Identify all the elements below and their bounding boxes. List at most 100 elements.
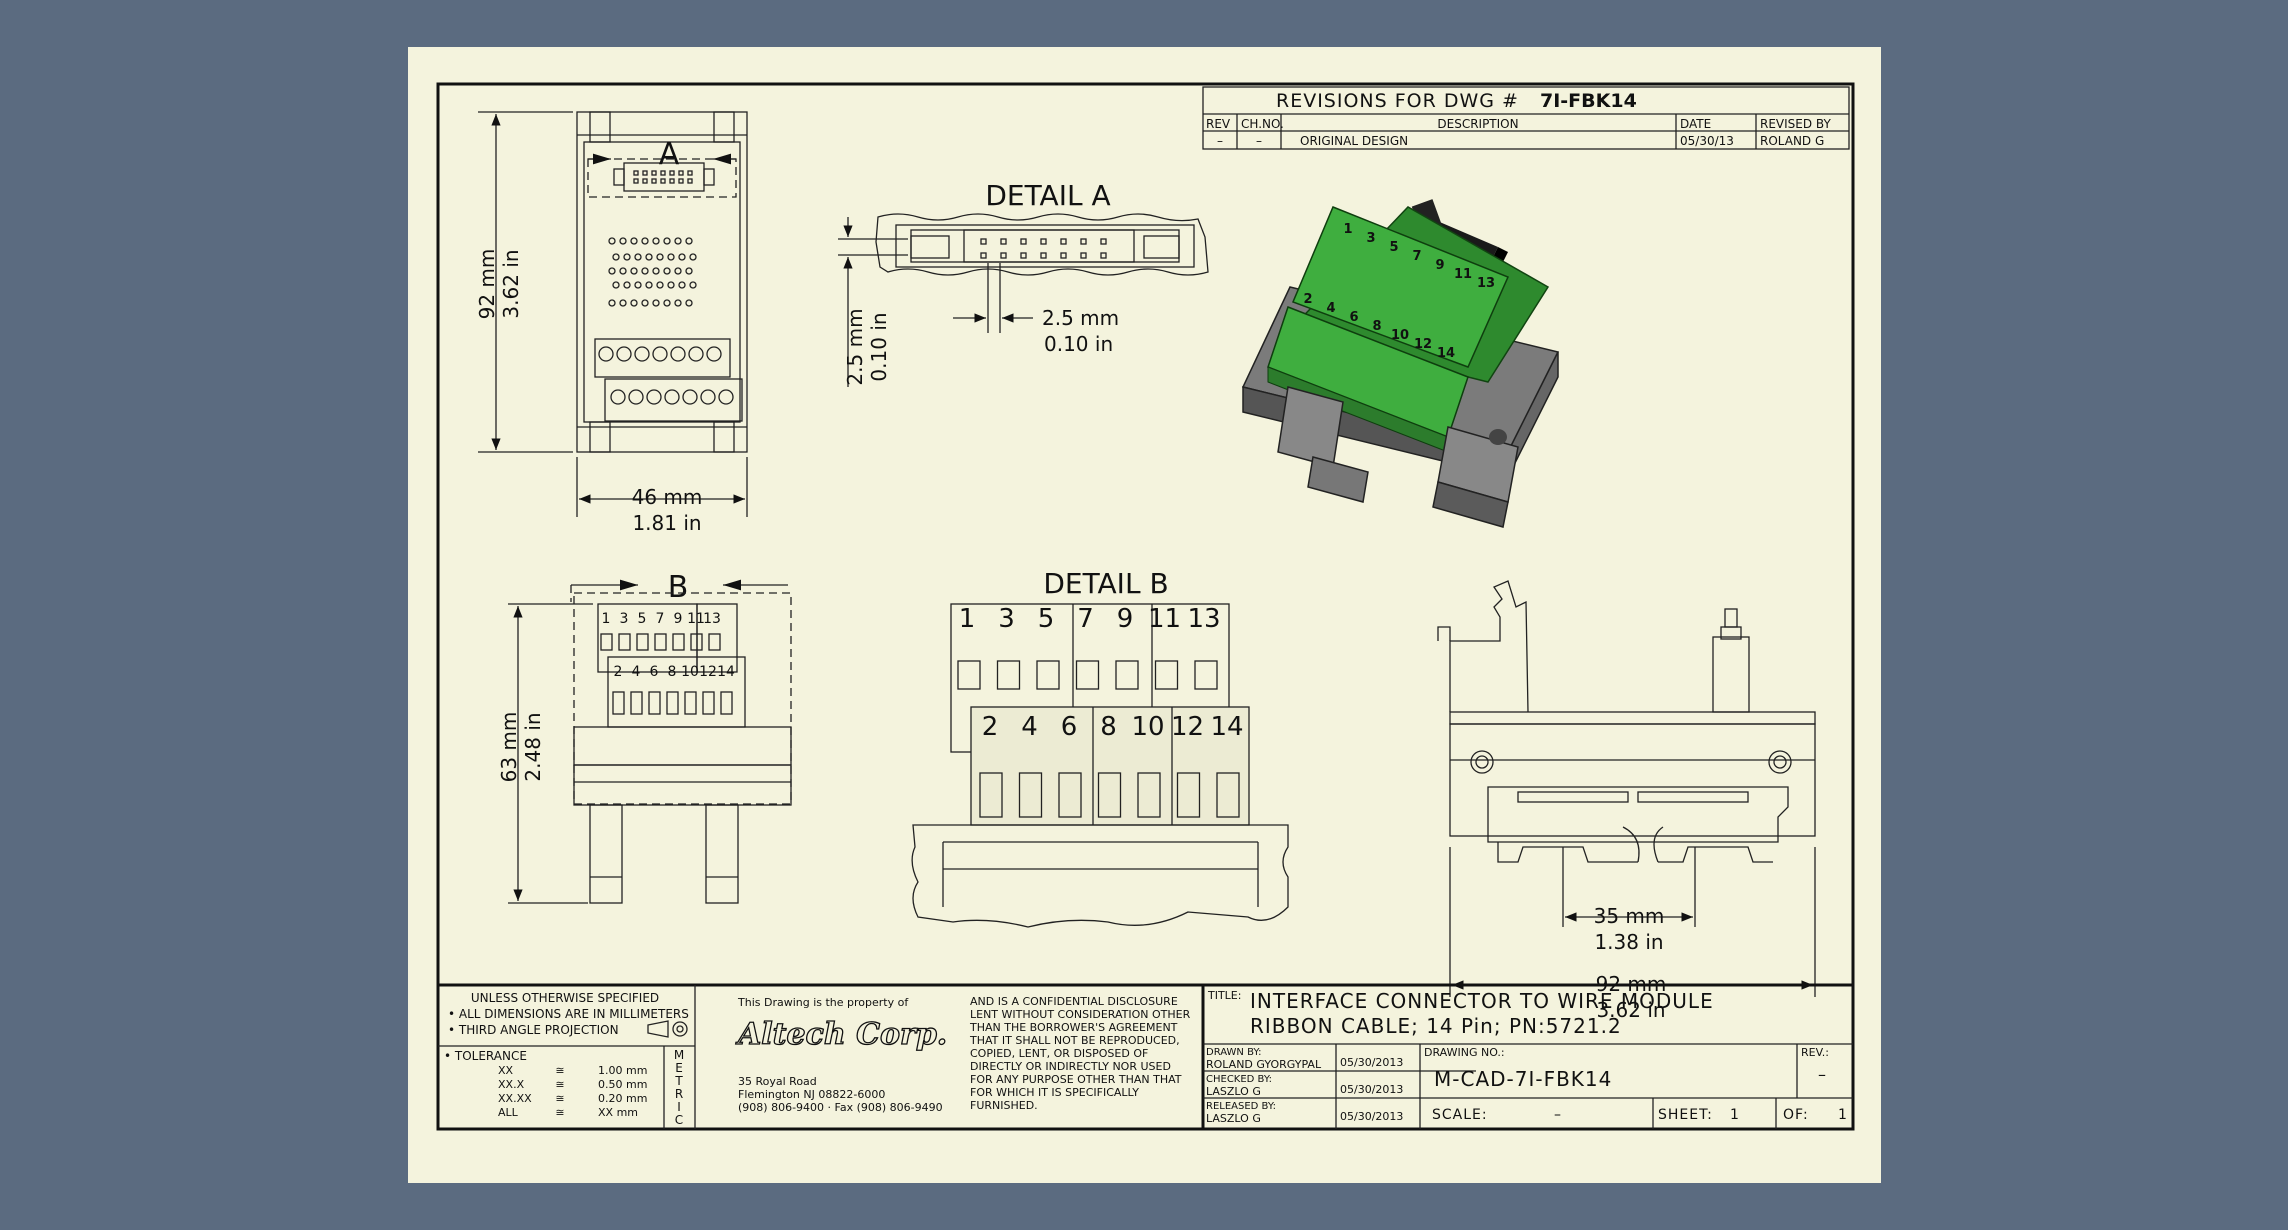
screw-terminal (682, 389, 698, 405)
detail-a-pin (1000, 238, 1007, 245)
terminal-number: 3 (620, 611, 629, 627)
top-height-in: 3.62 in (499, 249, 523, 318)
pcb-hole (634, 281, 642, 289)
title-label: TITLE: (1207, 989, 1241, 1002)
terminal-number: 11 (1148, 604, 1181, 634)
terminal-number: 2 (982, 712, 999, 742)
terminal-opening (612, 691, 625, 715)
section-label-b: B (668, 570, 689, 605)
disclosure-line: DIRECTLY OR INDIRECTLY NOR USED (970, 1060, 1171, 1073)
terminal-number: 10 (1131, 712, 1164, 742)
terminal-number: 10 (681, 664, 699, 680)
pcb-hole (623, 253, 631, 261)
iso-terminal-label: 2 (1303, 292, 1312, 307)
chno-col-header: CH.NO. (1241, 117, 1284, 131)
revision-description: ORIGINAL DESIGN (1300, 134, 1408, 148)
disclosure-line: COPIED, LENT, OR DISPOSED OF (970, 1047, 1148, 1060)
tolerance-title: • TOLERANCE (444, 1049, 527, 1063)
front-height-mm: 63 mm (497, 712, 521, 783)
terminal-opening (666, 691, 679, 715)
revisions-header: REVISIONS FOR DWG # (1276, 90, 1519, 112)
terminal-opening (630, 691, 643, 715)
revision-rev: – (1217, 134, 1223, 148)
detail-a-pin (980, 252, 987, 259)
company-address-2: Flemington NJ 08822-6000 (738, 1088, 885, 1101)
terminal-number: 7 (656, 611, 665, 627)
terminal-number: 1 (959, 604, 976, 634)
tolerance-value: XX mm (598, 1106, 638, 1119)
pcb-hole (608, 299, 616, 307)
iso-terminal-label: 1 (1343, 222, 1352, 237)
terminal-number: 11 (687, 611, 705, 627)
revisions-table: REVISIONS FOR DWG # 7I-FBK14 REV CH.NO. … (1202, 86, 1850, 150)
drawing-no: M-CAD-7I-FBK14 (1434, 1067, 1612, 1091)
terminal-number: 5 (1038, 604, 1055, 634)
pcb-hole (663, 237, 671, 245)
terminal-number: 14 (1210, 712, 1243, 742)
detail-a-pin (1100, 238, 1107, 245)
pcb-hole (689, 281, 697, 289)
sheet-border (436, 82, 1855, 1131)
connector-pin (687, 170, 693, 176)
terminal-opening (1075, 660, 1100, 690)
connector-pin (669, 170, 675, 176)
pcb-hole (656, 253, 664, 261)
detail-a-pin (980, 238, 987, 245)
pcb-hole (667, 281, 675, 289)
pcb-hole (612, 253, 620, 261)
pcb-hole (634, 253, 642, 261)
iso-terminal-label: 10 (1391, 328, 1409, 343)
side-rail-mm: 35 mm (1594, 904, 1665, 928)
revision-date: 05/30/13 (1680, 134, 1734, 148)
terminal-opening (1115, 660, 1139, 690)
pcb-hole (623, 281, 631, 289)
third-angle-projection-icon (647, 1020, 688, 1038)
title-block: UNLESS OTHERWISE SPECIFIED • ALL DIMENSI… (438, 983, 1853, 1129)
detail-a-pin (1020, 252, 1027, 259)
terminal-opening (1194, 660, 1218, 690)
pcb-hole (652, 267, 660, 275)
metric-letter: I (677, 1100, 681, 1114)
drawn-by-label: DRAWN BY: (1206, 1047, 1262, 1058)
detail-a-pin (1040, 252, 1047, 259)
pcb-hole (641, 299, 649, 307)
iso-terminal-label: 14 (1437, 346, 1455, 361)
company-phone: (908) 806-9400 · Fax (908) 806-9490 (738, 1101, 943, 1114)
spec-millimeters: • ALL DIMENSIONS ARE IN MILLIMETERS (448, 1007, 689, 1021)
altech-logo: Altech Corp. (735, 1017, 947, 1052)
revision-chno: – (1256, 134, 1262, 148)
terminal-number: 6 (650, 664, 659, 680)
detail-a-pin (1040, 238, 1047, 245)
terminal-opening (636, 633, 649, 651)
pcb-hole (630, 267, 638, 275)
screw-terminal (718, 389, 734, 405)
pcb-hole (685, 267, 693, 275)
sheet-value: 1 (1730, 1107, 1739, 1123)
connector-pin (651, 178, 657, 184)
pcb-hole (689, 253, 697, 261)
released-by: LASZLO G (1206, 1112, 1261, 1125)
terminal-opening (720, 691, 733, 715)
connector-pin (642, 170, 648, 176)
checked-by-label: CHECKED BY: (1206, 1074, 1272, 1085)
pcb-hole (630, 299, 638, 307)
disclosure-line: THAN THE BORROWER'S AGREEMENT (969, 1021, 1178, 1034)
terminal-opening (600, 633, 613, 651)
detail-a-pin (1060, 252, 1067, 259)
terminal-opening (996, 660, 1021, 690)
screw-terminal (706, 346, 722, 362)
pcb-hole (685, 237, 693, 245)
terminal-number: 4 (1021, 712, 1038, 742)
detail-a-row-mm: 2.5 mm (843, 308, 867, 385)
terminal-number: 7 (1077, 604, 1094, 634)
screw-terminal (598, 346, 614, 362)
scale-label: SCALE: (1432, 1107, 1488, 1123)
terminal-number: 14 (717, 664, 735, 680)
terminal-number: 13 (703, 611, 721, 627)
detail-a-pitch-in: 0.10 in (1044, 332, 1113, 356)
pcb-hole (619, 237, 627, 245)
tolerance-symbol: ≅ (555, 1106, 564, 1119)
date-col-header: DATE (1680, 117, 1711, 131)
